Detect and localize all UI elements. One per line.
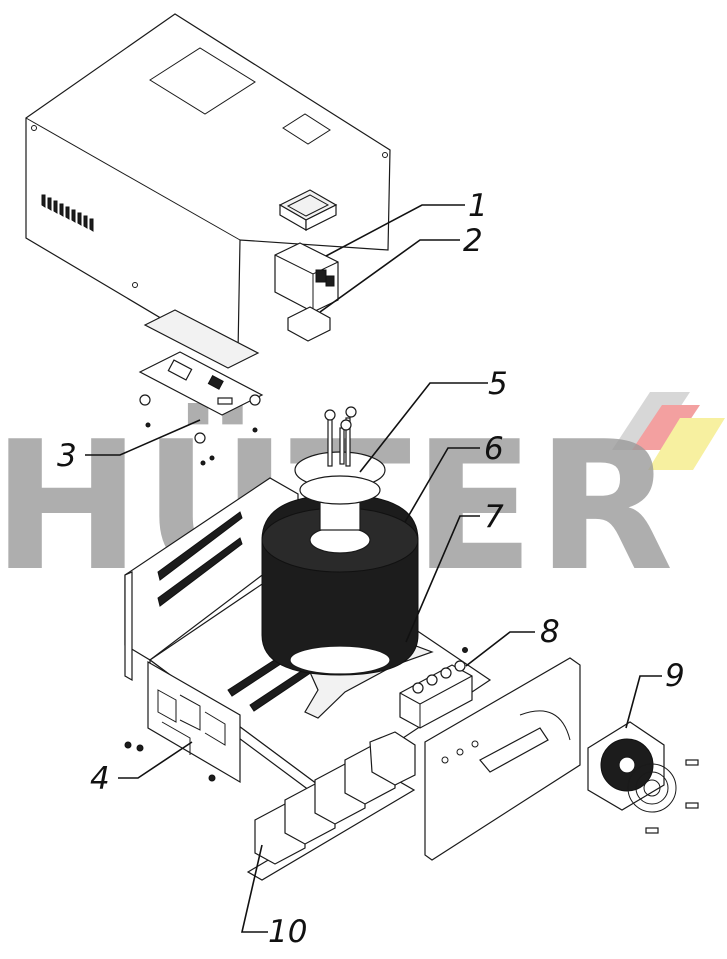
callout-9: 9 [665, 658, 685, 694]
part-6-toroidal-transformer [261, 494, 419, 676]
callout-labels: 1 2 3 5 6 7 8 9 4 10 [57, 188, 685, 950]
stripe-yellow [648, 418, 725, 470]
part-5-clamp-assembly [294, 406, 386, 531]
callout-8: 8 [540, 614, 560, 650]
part-2-circuit-breaker [274, 242, 339, 342]
callout-10: 10 [268, 914, 307, 950]
part-9-cooling-fan [587, 721, 699, 834]
leader-lines [85, 204, 662, 933]
relay-5 [369, 731, 416, 786]
watermark-logo-stripes [612, 392, 725, 470]
callout-6: 6 [484, 431, 504, 467]
part-4-pcb-plate [124, 660, 241, 784]
back-panel-vent-slots [157, 511, 243, 607]
part-10-relay-row [246, 731, 416, 881]
callout-5: 5 [488, 366, 508, 402]
callout-1: 1 [468, 188, 488, 224]
part-1-switch-frame [278, 189, 338, 232]
stripe-red [632, 405, 700, 450]
callout-7: 7 [484, 499, 504, 535]
part-3-control-board [138, 309, 264, 466]
housing-cover [25, 13, 391, 359]
cover-vent-slots [41, 194, 94, 232]
part-8-terminal-block [399, 647, 473, 729]
chassis-back-panel [124, 477, 299, 682]
callout-4: 4 [90, 761, 110, 797]
side-panel [424, 657, 581, 861]
callout-2: 2 [463, 223, 483, 259]
callout-3: 3 [57, 438, 77, 474]
